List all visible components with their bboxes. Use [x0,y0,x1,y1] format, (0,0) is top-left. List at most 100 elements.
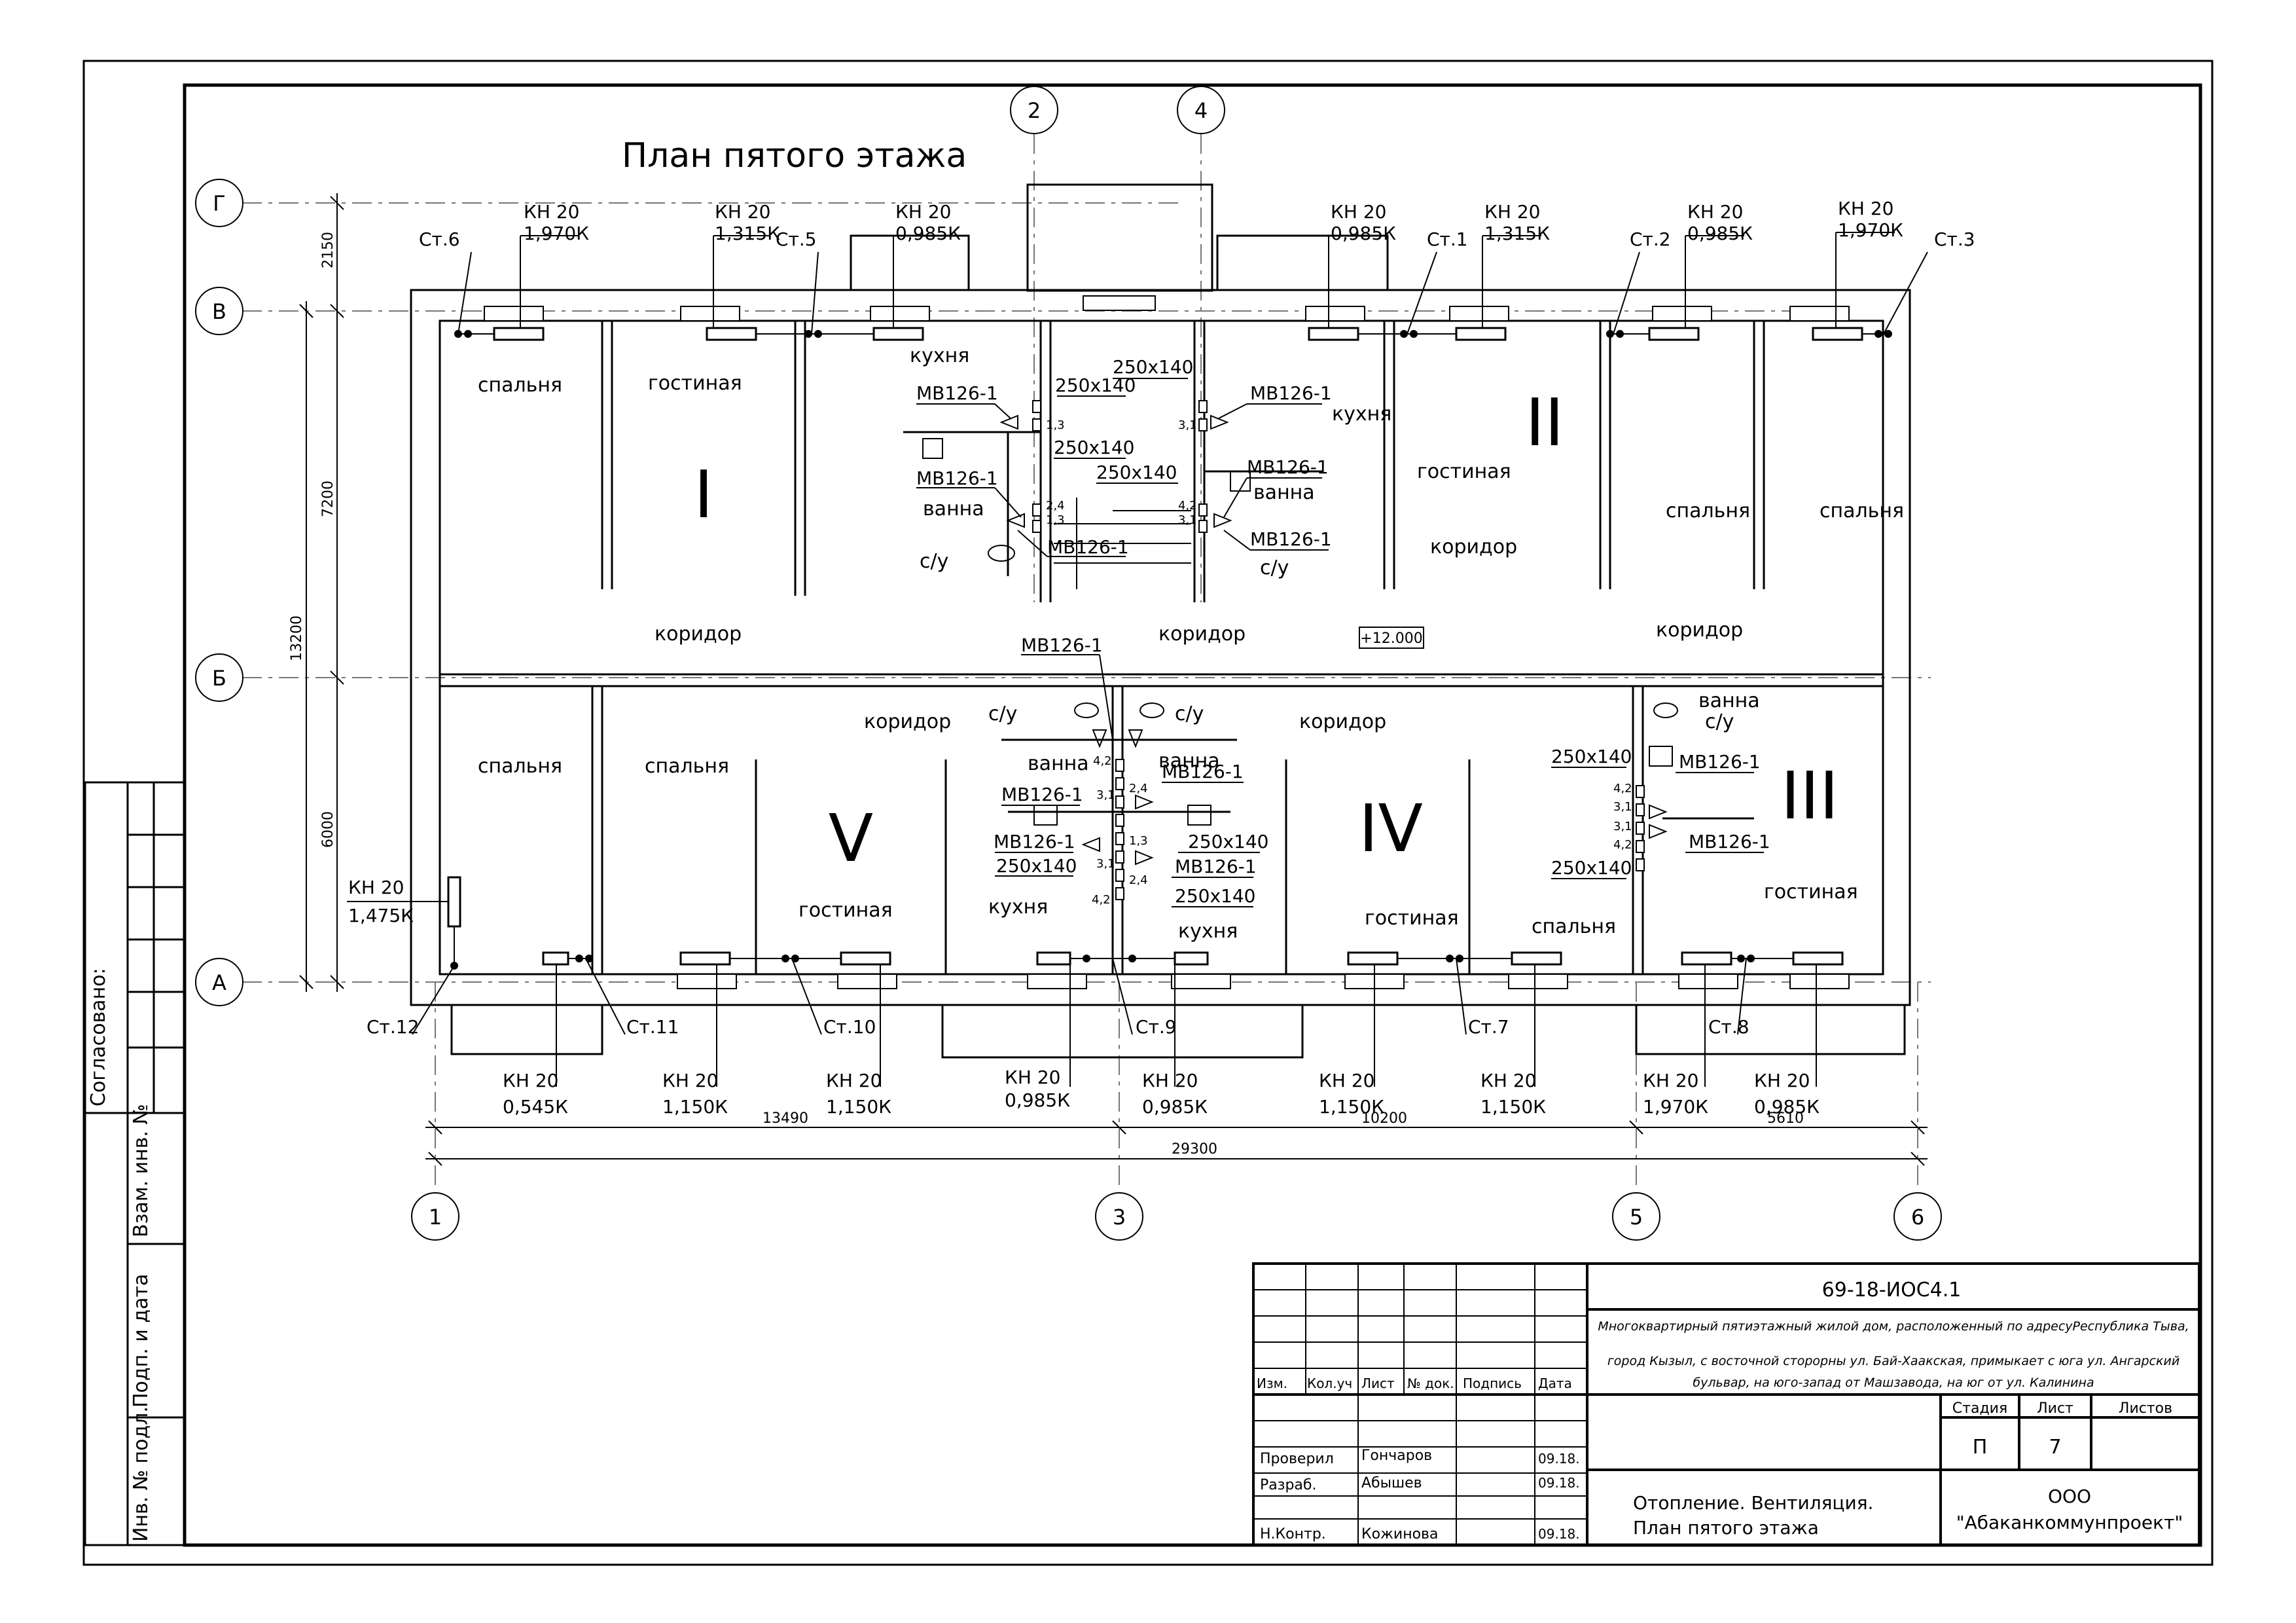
room-bath: ванна [1028,752,1089,775]
svg-text:4: 4 [1194,98,1208,123]
svg-text:250х140: 250х140 [1175,885,1255,907]
svg-text:4,2: 4,2 [1613,782,1632,795]
stamp-role-1: Проверил [1260,1451,1334,1467]
room-corridor: коридор [1158,623,1246,646]
room-corridor: коридор [1430,536,1517,558]
stamp-name-3: Кожинова [1361,1526,1439,1542]
stamp-project-1: Многоквартирный пятиэтажный жилой дом, р… [1598,1319,2189,1334]
svg-text:Г: Г [213,191,226,216]
stamp-name-1: Гончаров [1361,1448,1432,1464]
stamp-date-3: 09.18. [1538,1526,1580,1542]
svg-text:6: 6 [1911,1205,1924,1230]
svg-text:А: А [212,970,226,995]
radiators-top [493,327,1863,341]
svg-text:КН 20: КН 20 [1643,1070,1698,1091]
svg-text:2: 2 [1028,98,1041,123]
svg-text:0,545К: 0,545К [503,1096,568,1118]
svg-text:3,1: 3,1 [1613,820,1632,833]
svg-text:5: 5 [1630,1205,1643,1230]
stamp-col-izm: Изм. [1257,1376,1287,1391]
svg-text:МВ126-1: МВ126-1 [916,467,998,489]
room-bedroom: спальня [1532,915,1616,938]
svg-text:4,2: 4,2 [1093,754,1112,768]
svg-text:3,1: 3,1 [1178,513,1197,527]
svg-text:2,4: 2,4 [1129,782,1148,795]
room-living: гостиная [1417,460,1511,483]
axis-bubble-v: В [195,287,243,335]
svg-text:0,985К: 0,985К [1142,1096,1208,1118]
axis-lines [242,134,1931,1192]
room-kitchen: кухня [1332,403,1391,426]
building-walls [410,183,1911,1059]
svg-text:250х140: 250х140 [1054,437,1134,458]
apartment-V: V [829,800,873,877]
svg-text:МВ126-1: МВ126-1 [1001,784,1083,805]
riser-tags: Ст.6 Ст.5 Ст.1 Ст.2 Ст.3 Ст.12 Ст.11 Ст.… [367,228,1975,1038]
svg-text:Ст.10: Ст.10 [823,1016,876,1038]
svg-text:КН 20: КН 20 [524,201,579,223]
svg-text:МВ126-1: МВ126-1 [994,831,1075,852]
svg-text:4,2: 4,2 [1178,499,1197,513]
room-corridor: коридор [864,710,951,733]
svg-text:КН 20: КН 20 [662,1070,718,1091]
room-living: гостиная [798,899,893,922]
svg-text:В: В [212,299,226,324]
svg-text:КН 20: КН 20 [1838,198,1893,219]
stamp-col-doc: № док. [1407,1376,1454,1391]
axis-bubble-b: Б [195,653,243,702]
radiator-tags-top: КН 201,970К КН 201,315К КН 200,985К КН 2… [524,198,1903,244]
room-bath: ванна [1253,481,1315,504]
svg-text:КН 20: КН 20 [895,201,951,223]
svg-text:250х140: 250х140 [1055,374,1136,396]
vent-tags: МВ126-1 МВ126-1 250х140 250х140 250х140 … [916,356,1770,907]
svg-text:4,2: 4,2 [1613,838,1632,852]
stamp-col-list: Лист [1361,1376,1395,1391]
svg-text:1,970К: 1,970К [1838,219,1903,241]
room-living: гостиная [1764,881,1858,903]
svg-text:МВ126-1: МВ126-1 [1162,761,1244,782]
svg-text:КН 20: КН 20 [1319,1070,1374,1091]
svg-text:Ст.9: Ст.9 [1136,1016,1177,1038]
stamp-date-1: 09.18. [1538,1451,1580,1467]
svg-text:250х140: 250х140 [1551,746,1632,767]
svg-text:МВ126-1: МВ126-1 [1250,528,1332,550]
room-wc: с/у [1260,556,1289,579]
partition-walls [591,321,1765,974]
svg-text:1,315К: 1,315К [1484,223,1550,244]
svg-text:МВ126-1: МВ126-1 [1021,634,1103,656]
svg-text:250х140: 250х140 [1096,462,1177,483]
svg-text:+12.000: +12.000 [1360,630,1422,647]
bath-fixtures [922,438,1678,826]
stamp-sheet-title-2: План пятого этажа [1633,1517,1819,1539]
side-inv-orig: Инв. № подл. [130,1406,152,1542]
svg-text:1,3: 1,3 [1046,513,1065,527]
stair [1054,498,1191,589]
room-wc: с/у [920,550,948,573]
axis-bubble-4: 4 [1177,86,1225,134]
left-dimension-lines [299,193,344,992]
svg-text:Ст.2: Ст.2 [1630,228,1671,250]
dim-left-6000: 6000 [320,811,336,848]
axis-bubble-2: 2 [1010,86,1058,134]
svg-text:1,150К: 1,150К [826,1096,891,1118]
vent-valves [999,414,1668,866]
svg-text:1,315К: 1,315К [715,223,780,244]
svg-text:250х140: 250х140 [1113,356,1193,378]
svg-text:Ст.12: Ст.12 [367,1016,419,1038]
room-living: гостиная [1365,907,1459,930]
svg-text:Ст.11: Ст.11 [626,1016,679,1038]
side-agreed: Согласовано: [87,968,110,1106]
room-bedroom: спальня [478,755,562,778]
room-corridor: коридор [1656,619,1743,642]
svg-text:МВ126-1: МВ126-1 [1175,856,1257,877]
stamp-sheet-title-1: Отопление. Вентиляция. [1633,1492,1873,1514]
room-living: гостиная [648,372,742,395]
room-bedroom: спальня [1820,500,1904,522]
side-sign-date: Подп. и дата [130,1274,152,1408]
svg-text:МВ126-1: МВ126-1 [1250,382,1332,404]
svg-text:1: 1 [429,1205,442,1230]
svg-text:Ст.6: Ст.6 [419,228,460,250]
radiator-tags-bottom: КН 201,475К КН 200,545К КН 201,150К КН 2… [348,877,1820,1118]
dim-left-7200: 7200 [320,481,336,517]
svg-text:0,985К: 0,985К [1005,1089,1070,1111]
